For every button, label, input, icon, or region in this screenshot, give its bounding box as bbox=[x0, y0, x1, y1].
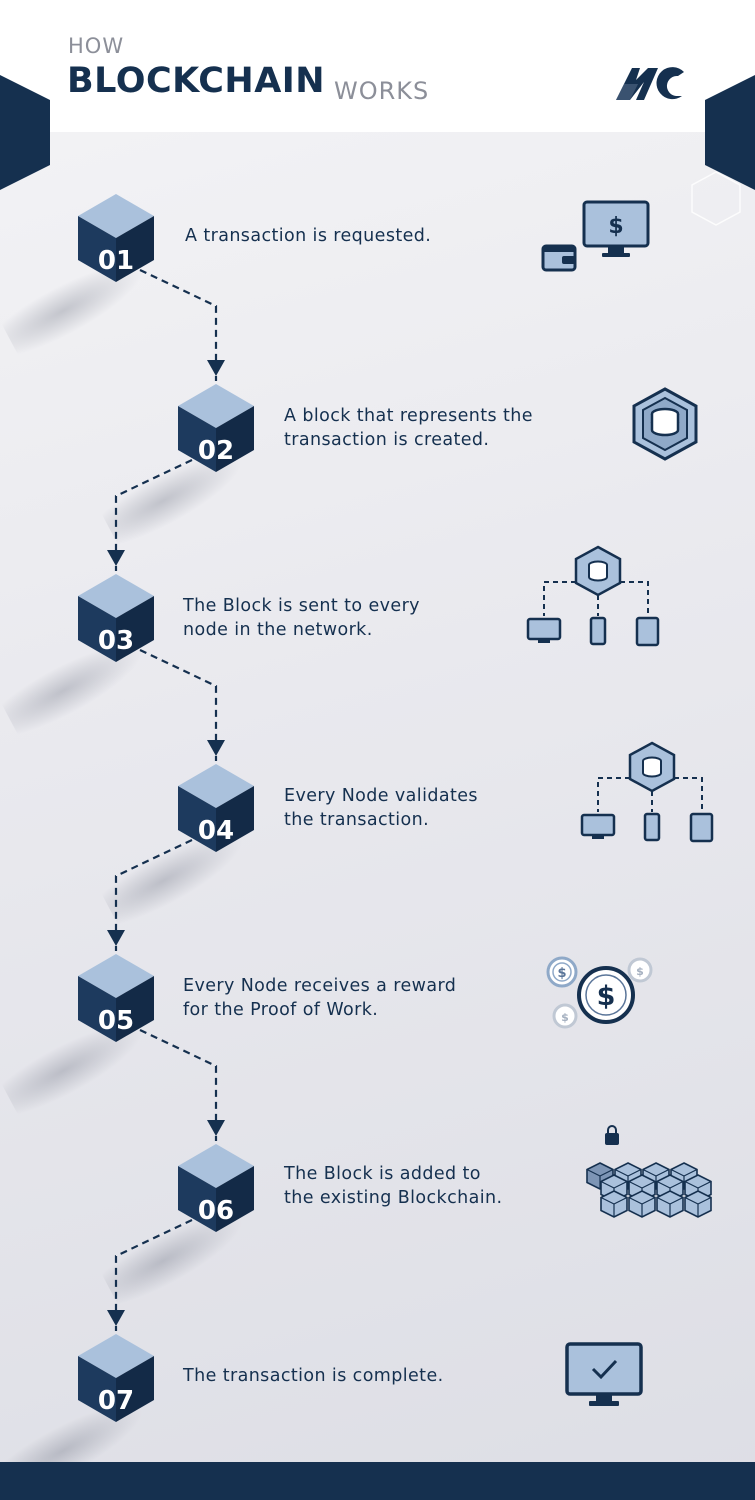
step-7-text: The transaction is complete. bbox=[183, 1366, 444, 1386]
step-5-text: Every Node receives a reward for the Pro… bbox=[183, 976, 457, 1020]
footer-bar bbox=[0, 1462, 755, 1500]
connector-05 bbox=[139, 1029, 225, 1144]
network-nodes-icon bbox=[526, 545, 660, 647]
step-2-text: A block that represents the transaction … bbox=[284, 406, 533, 450]
cube-shadow bbox=[0, 627, 154, 741]
connector-01 bbox=[139, 269, 225, 384]
wallet-monitor-icon: $ bbox=[541, 200, 650, 272]
chain-block bbox=[656, 1190, 684, 1218]
cube-shadow bbox=[0, 247, 154, 361]
blockchain-icon bbox=[586, 1125, 712, 1218]
cube-shadow bbox=[0, 1007, 154, 1121]
coins-icon: $ $ $ $ bbox=[546, 956, 653, 1029]
chain-block bbox=[684, 1190, 712, 1218]
svg-text:$: $ bbox=[608, 214, 623, 239]
step-1-text: A transaction is requested. bbox=[185, 226, 432, 246]
arrow-down-icon bbox=[107, 930, 125, 946]
title-line-how: HOW bbox=[68, 34, 125, 58]
check-monitor-icon bbox=[565, 1342, 643, 1406]
network-nodes-icon bbox=[580, 741, 714, 843]
svg-text:$: $ bbox=[557, 966, 566, 981]
arrow-down-icon bbox=[107, 1310, 125, 1326]
arrow-down-icon bbox=[207, 740, 225, 756]
svg-text:$: $ bbox=[636, 965, 644, 978]
arrow-down-icon bbox=[207, 1120, 225, 1136]
svg-text:$: $ bbox=[597, 981, 616, 1012]
chain-block bbox=[600, 1190, 628, 1218]
step-3-text: The Block is sent to every node in the n… bbox=[183, 596, 420, 640]
step-4-text: Every Node validates the transaction. bbox=[284, 786, 478, 830]
cube-shadow bbox=[98, 437, 254, 551]
cube-shadow bbox=[98, 1197, 254, 1311]
database-block-icon bbox=[632, 387, 698, 461]
chain-block bbox=[628, 1190, 656, 1218]
outline-hexagon-decoration bbox=[691, 171, 741, 226]
svg-text:$: $ bbox=[561, 1011, 569, 1024]
arrow-down-icon bbox=[207, 360, 225, 376]
cube-shadow bbox=[98, 817, 254, 931]
mc-logo-icon bbox=[616, 67, 684, 100]
title-suffix-works: WORKS bbox=[334, 77, 430, 105]
connector-03 bbox=[139, 649, 225, 764]
header: HOW BLOCKCHAIN WORKS bbox=[0, 0, 755, 132]
arrow-down-icon bbox=[107, 550, 125, 566]
step-6-text: The Block is added to the existing Block… bbox=[284, 1164, 503, 1208]
page-title: BLOCKCHAIN bbox=[67, 61, 326, 101]
